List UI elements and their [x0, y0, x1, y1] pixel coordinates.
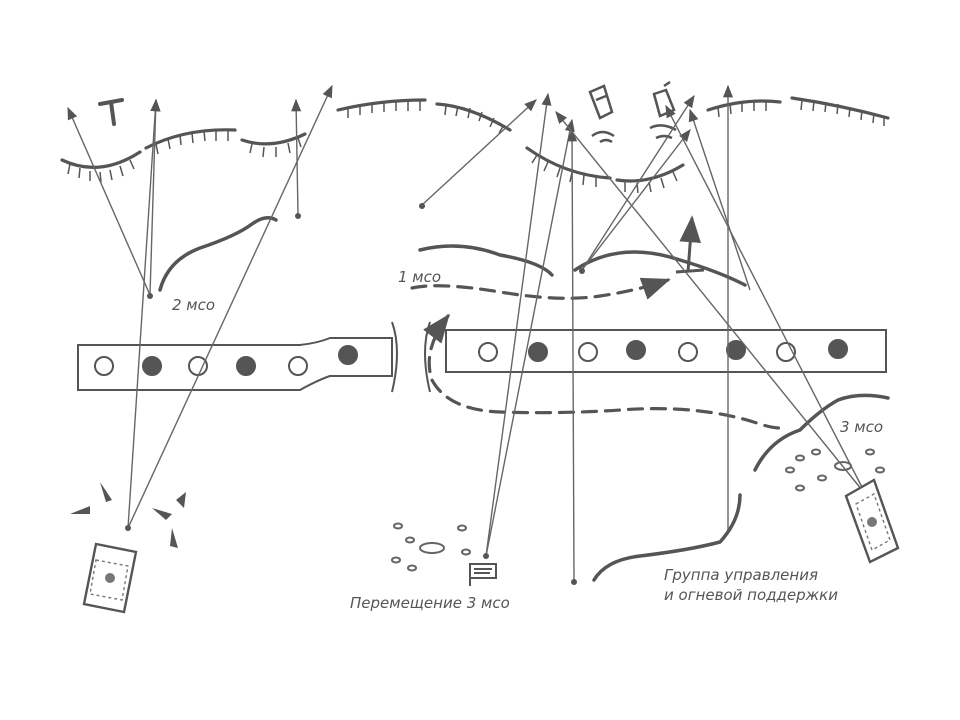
fire-sector-wedges: [70, 482, 186, 548]
movement-caption: Перемещение 3 мсо: [350, 594, 510, 612]
armored-vehicle-icon: [82, 542, 138, 614]
unit-1-position: [573, 250, 747, 287]
dispersed-elements: [391, 522, 471, 572]
unit-3-position: [753, 393, 890, 472]
enemy-defense-line: [60, 96, 890, 183]
unit-1-label: 1 мсо: [398, 268, 442, 286]
route-flank: [423, 313, 782, 430]
mine-filled: [236, 356, 256, 376]
trench-arc: [336, 98, 427, 112]
advance-arrow: [675, 215, 705, 274]
trench-arc: [615, 163, 685, 183]
trench-arc: [790, 96, 890, 120]
route-1-mco: [410, 277, 671, 300]
mine-empty: [578, 342, 598, 362]
trench-arc: [706, 99, 782, 112]
mine-empty: [678, 342, 698, 362]
mines: [94, 339, 848, 376]
unit-positions: [158, 216, 890, 582]
mine-filled: [338, 345, 358, 365]
flag-post-icon: [469, 563, 497, 586]
control-group-caption-line2: и огневой поддержки: [664, 586, 838, 604]
unit-3-label: 3 мсо: [840, 418, 884, 436]
mine-empty: [288, 356, 308, 376]
dispersed-elements: [785, 448, 885, 492]
control-group-boundary: [592, 493, 742, 582]
control-group-caption-line1: Группа управления: [664, 566, 818, 584]
trench-arc: [525, 146, 612, 180]
mine-empty: [94, 356, 114, 376]
mine-empty: [188, 356, 208, 376]
obstacle-gap-markers: [391, 321, 431, 393]
armored-vehicle-icon: [844, 478, 900, 564]
mine-filled: [142, 356, 162, 376]
defense-line-ticks: [67, 99, 885, 194]
mine-filled: [726, 340, 746, 360]
obstacle-belt-left: [77, 337, 393, 391]
trench-arc: [240, 132, 307, 146]
trench-arc: [60, 150, 142, 169]
unit-2-position: [158, 216, 278, 292]
mine-filled: [828, 339, 848, 359]
maneuver-routes: [410, 277, 782, 430]
trench-arc: [435, 102, 512, 132]
mine-filled: [626, 340, 646, 360]
t-marker-icon: [98, 98, 124, 126]
mine-filled: [528, 342, 548, 362]
unit-2-label: 2 мсо: [172, 296, 216, 314]
position-points: [125, 203, 585, 585]
unit-1-position: [418, 244, 554, 277]
trench-arc: [144, 128, 237, 150]
mine-empty: [478, 342, 498, 362]
observation-post-icon: [588, 84, 615, 144]
obstacle-belt-right: [445, 329, 887, 373]
fire-lines: [67, 84, 867, 581]
